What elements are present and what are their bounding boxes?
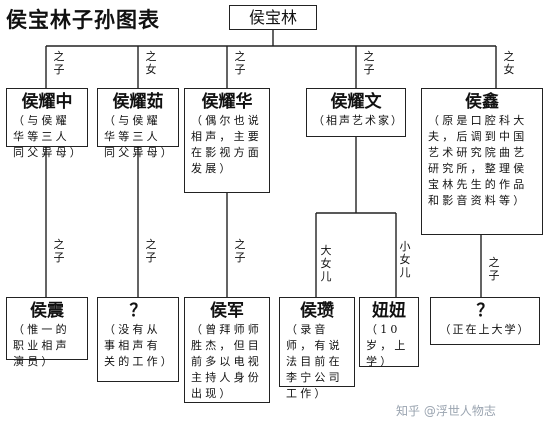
gen1-relation-label: 之女 — [145, 50, 157, 76]
gen1-relation-label: 之子 — [363, 50, 375, 76]
node-name: ？ — [129, 301, 147, 321]
gen1-relation-label: 之子 — [53, 50, 65, 76]
node-note: （与侯耀华等三人同父异母） — [13, 114, 84, 159]
node-name: 侯耀中 — [21, 92, 73, 112]
node-name: 侯耀文 — [330, 92, 382, 112]
node-note: （正在上大学） — [439, 323, 531, 336]
node-name: 侯耀茹 — [112, 92, 164, 112]
node-name: 侯瓒 — [300, 301, 334, 321]
node-hou-yaozhong: 侯耀中 （与侯耀华等三人同父异母） — [6, 88, 88, 159]
node-note: （相声艺术家） — [313, 114, 404, 127]
node-niuniu: 妞妞 （10岁，上学） — [359, 297, 419, 368]
node-note: （没有从事相声有关的工作） — [104, 323, 175, 368]
node-hou-yaohua: 侯耀华 （偶尔也说相声，主要在影视方面发展） — [184, 88, 270, 193]
node-note: （10岁，上学） — [366, 323, 409, 368]
node-hou-jun: 侯军 （曾拜师师胜杰，但目前多以电视主持人身份出现） — [184, 297, 270, 403]
node-name: 侯军 — [210, 301, 244, 321]
gen2-relation-label: 之子 — [53, 238, 65, 264]
node-hou-yaoru: 侯耀茹 （与侯耀华等三人同父异母） — [97, 88, 179, 159]
node-note: （原是口腔科大夫，后调到中国艺术研究院曲艺研究所，整理侯宝林先生的作品和影音资料… — [428, 114, 528, 207]
watermark: 知乎 @浮世人物志 — [396, 404, 496, 418]
node-name: 侯鑫 — [465, 92, 499, 112]
gen2-relation-label: 之子 — [234, 238, 246, 264]
gen2-relation-label: 小女儿 — [399, 240, 411, 279]
node-note: （与侯耀华等三人同父异母） — [104, 114, 175, 159]
node-hou-yaowen: 侯耀文 （相声艺术家） — [306, 88, 406, 137]
node-unknown-son: ？ （没有从事相声有关的工作） — [97, 297, 179, 382]
node-hou-zan: 侯瓒 （录音师，有说法目前在李宁公司工作） — [279, 297, 355, 400]
node-note: （曾拜师师胜杰，但目前多以电视主持人身份出现） — [191, 323, 262, 400]
node-unknown-grandchild: ？ （正在上大学） — [430, 297, 540, 345]
gen2-relation-label: 之子 — [145, 238, 157, 264]
node-name: 侯耀华 — [201, 92, 253, 112]
node-note: （录音师，有说法目前在李宁公司工作） — [286, 323, 343, 400]
node-note: （偶尔也说相声，主要在影视方面发展） — [191, 114, 262, 175]
page-title: 侯宝林子孙图表 — [6, 8, 160, 32]
gen2-relation-label: 之子 — [488, 256, 500, 282]
node-hou-xin: 侯鑫 （原是口腔科大夫，后调到中国艺术研究院曲艺研究所，整理侯宝林先生的作品和影… — [421, 88, 543, 235]
gen1-relation-label: 之子 — [234, 50, 246, 76]
node-name: ？ — [476, 301, 494, 321]
gen1-relation-label: 之女 — [503, 50, 515, 76]
root-name: 侯宝林 — [248, 8, 297, 27]
node-note: （惟一的职业相声演员） — [13, 323, 70, 368]
gen2-relation-label: 大女儿 — [320, 244, 332, 283]
node-name: 侯震 — [30, 301, 64, 321]
node-hou-zhen: 侯震 （惟一的职业相声演员） — [6, 297, 88, 368]
root-node: 侯宝林 — [229, 5, 317, 30]
node-name: 妞妞 — [372, 301, 406, 321]
